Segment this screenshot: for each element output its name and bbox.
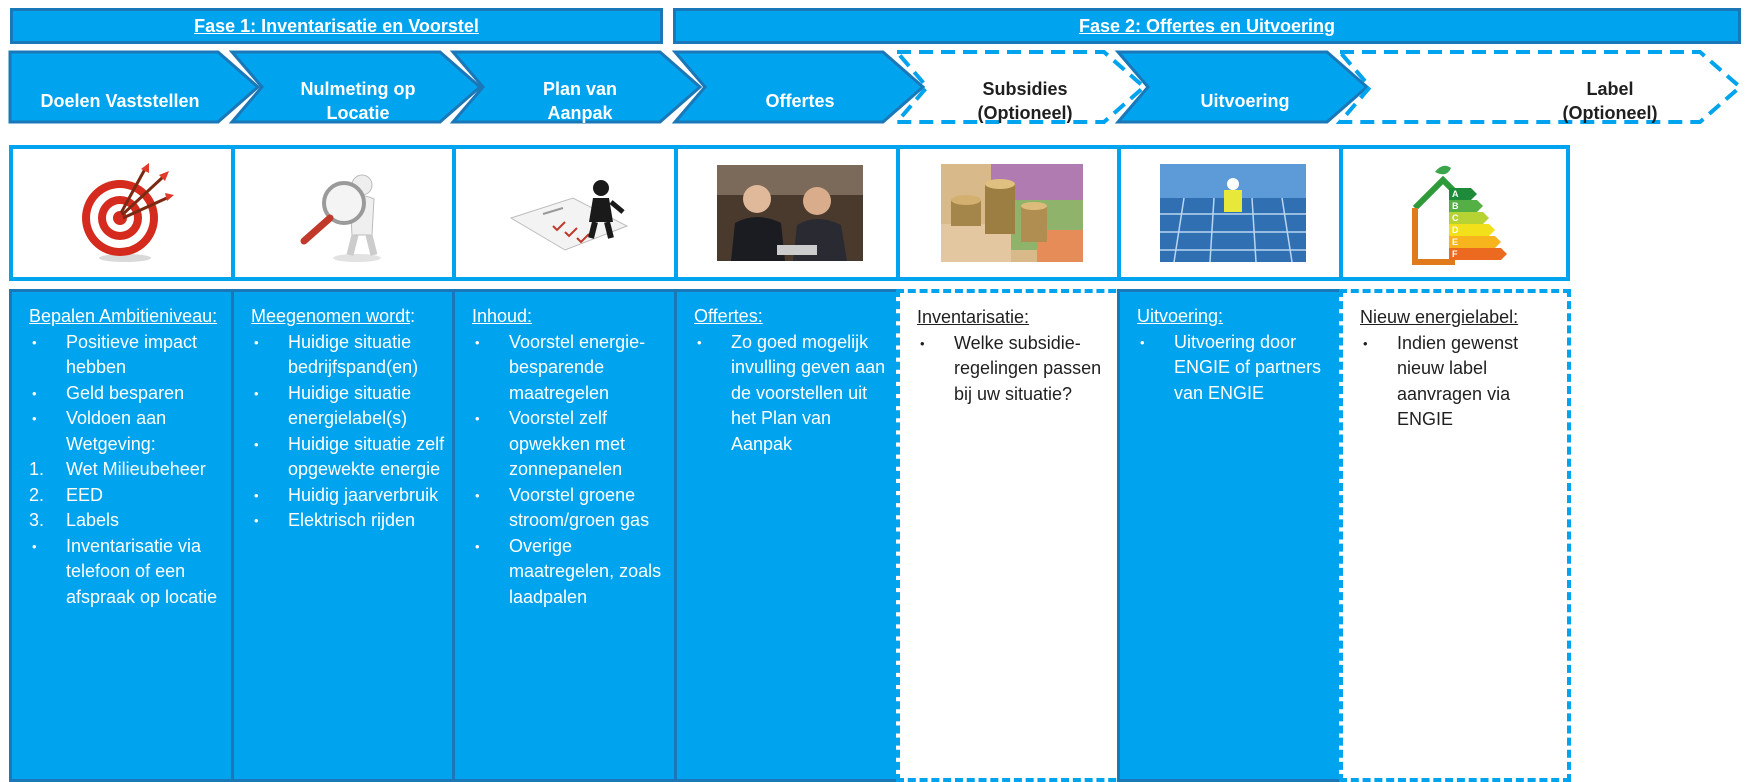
list-item: •Uitvoering door ENGIE of partners van E… <box>1140 331 1322 403</box>
image-box-label: A B C D E F <box>1339 145 1570 281</box>
phase-header-label: Fase 1: Inventarisatie en Voorstel <box>194 15 479 36</box>
column-heading: Offertes: <box>694 306 763 326</box>
step-label-label: Label (Optioneel) <box>1562 79 1658 123</box>
column-plan: Inhoud: •Voorstel energie-besparende maa… <box>452 289 684 782</box>
solar-panel-installer-photo-icon <box>1159 164 1306 262</box>
column-heading: Inventarisatie: <box>917 307 1030 327</box>
coins-banknotes-photo-icon <box>940 164 1083 262</box>
step-label-doelen: Doelen Vaststellen <box>40 91 200 111</box>
target-icon <box>81 163 174 262</box>
list-item: •Welke subsidie-regelingen passen bij uw… <box>920 332 1102 404</box>
list-item: •Inventarisatie via telefoon of een afsp… <box>32 535 218 607</box>
energy-label-icon: A B C D E F <box>1411 165 1507 265</box>
step-label-uitvoering: Uitvoering <box>1200 91 1290 111</box>
list-item: 2.EED <box>29 484 104 505</box>
column-doelen: Bepalen Ambitieniveau: •Positieve impact… <box>9 289 241 782</box>
column-heading: Meegenomen wordt: <box>251 306 416 326</box>
energy-label-letter: F <box>1452 249 1458 259</box>
list-item: •Voorstel energie-besparende maatregelen <box>475 331 646 403</box>
step-arrow-plan <box>449 50 703 124</box>
energy-label-letter: B <box>1452 201 1459 211</box>
energy-label-letter: C <box>1452 213 1459 223</box>
column-offertes: Offertes: •Zo goed mogelijk invulling ge… <box>674 289 906 782</box>
list-item: •Huidig jaarverbruik <box>254 484 439 505</box>
image-box-offertes <box>674 145 905 281</box>
process-arrows <box>8 50 1744 124</box>
step-arrow-label <box>1335 50 1744 124</box>
column-label: Nieuw energielabel: •Indien gewenst nieu… <box>1339 289 1571 782</box>
step-label-nulmeting: Nulmeting op Locatie <box>300 79 416 123</box>
column-heading: Inhoud: <box>472 306 533 326</box>
list-item: •Huidige situatie energielabel(s) <box>254 382 412 429</box>
column-subsidies: Inventarisatie: •Welke subsidie-regeling… <box>896 289 1128 782</box>
list-item: •Voorstel zelf opwekken met zonnepanelen <box>475 408 626 479</box>
list-item: •Positieve impact hebben <box>32 331 198 378</box>
energy-label-letter: A <box>1452 189 1459 199</box>
column-heading: Nieuw energielabel: <box>1360 307 1519 327</box>
energy-label-letter: E <box>1452 237 1458 247</box>
step-arrow-doelen <box>8 50 261 124</box>
step-arrow-offertes <box>671 50 926 124</box>
image-box-plan <box>452 145 683 281</box>
list-item: •Huidige situatie bedrijfspand(en) <box>254 331 419 378</box>
list-item: 1.Wet Milieubeheer <box>29 459 206 479</box>
step-arrow-nulmeting <box>228 50 483 124</box>
column-nulmeting: Meegenomen wordt: •Huidige situatie bedr… <box>231 289 463 782</box>
energy-label-letter: D <box>1452 225 1459 235</box>
list-item: •Elektrisch rijden <box>254 510 416 530</box>
image-box-nulmeting <box>231 145 462 281</box>
image-box-doelen <box>9 145 240 281</box>
magnifying-glass-icon <box>300 174 381 262</box>
checklist-icon <box>509 180 628 251</box>
list-item: •Voorstel groene stroom/groen gas <box>475 484 650 531</box>
step-label-subsidies: Subsidies (Optioneel) <box>977 79 1073 123</box>
list-item: •Zo goed mogelijk invulling geven aan de… <box>697 331 886 454</box>
business-meeting-photo-icon <box>716 165 863 261</box>
list-item: •Overige maatregelen, zoals laadpalen <box>475 535 662 607</box>
step-arrow-uitvoering <box>1114 50 1370 124</box>
step-label-offertes: Offertes <box>765 91 835 111</box>
step-arrow-subsidies <box>892 50 1148 124</box>
list-item: •Geld besparen <box>32 382 185 403</box>
column-heading: Uitvoering: <box>1137 306 1224 326</box>
list-item: •Huidige situatie zelf opgewekte energie <box>254 433 445 480</box>
image-box-uitvoering <box>1117 145 1348 281</box>
list-item: 3.Labels <box>29 510 120 530</box>
column-uitvoering: Uitvoering: •Uitvoering door ENGIE of pa… <box>1117 289 1349 782</box>
phase-header-2: Fase 2: Offertes en Uitvoering <box>673 8 1741 44</box>
image-box-subsidies <box>896 145 1127 281</box>
phase-header-label: Fase 2: Offertes en Uitvoering <box>1078 15 1336 36</box>
phase-header-1: Fase 1: Inventarisatie en Voorstel <box>10 8 663 44</box>
list-item: •Voldoen aan Wetgeving: <box>32 408 167 454</box>
list-item: •Indien gewenst nieuw label aanvragen vi… <box>1363 332 1519 430</box>
column-heading: Bepalen Ambitieniveau: <box>29 306 218 326</box>
step-label-plan: Plan van Aanpak <box>542 79 618 123</box>
